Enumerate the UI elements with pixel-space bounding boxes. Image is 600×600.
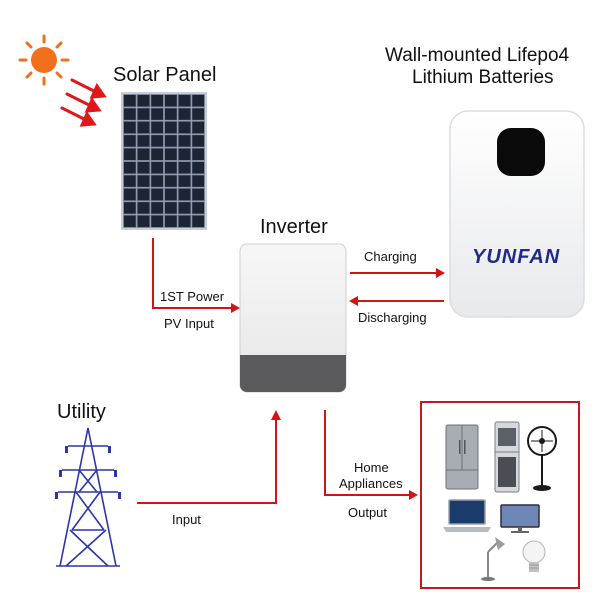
monitor-icon [500, 504, 540, 533]
pv-power-label: 1ST Power [160, 289, 225, 304]
solar-cell [164, 94, 178, 108]
solar-cell [150, 147, 164, 161]
brand-logo: YUNFAN [472, 246, 561, 268]
solar-cell [164, 174, 178, 188]
fan-icon [527, 426, 557, 491]
solar-cell [136, 174, 151, 188]
solar-cell [136, 107, 151, 121]
solar-cell [191, 187, 205, 201]
solar-cell [191, 134, 205, 148]
inverter-label: Inverter [260, 216, 328, 238]
solar-cell [164, 214, 178, 228]
discharging-label: Discharging [358, 310, 427, 325]
solar-cell [164, 134, 178, 148]
solar-cell [123, 174, 137, 188]
solar-cell [164, 161, 178, 175]
solar-cell [123, 214, 137, 228]
sunlight-arrows-icon [60, 78, 107, 127]
solar-cell [136, 94, 151, 108]
solar-cell [150, 107, 164, 121]
solar-cell [177, 161, 192, 175]
solar-cell [177, 147, 192, 161]
charging-label: Charging [364, 249, 417, 264]
solar-cell [136, 161, 151, 175]
solar-cell [150, 161, 164, 175]
desk-lamp-icon [481, 537, 505, 581]
home-appliances-line2: Appliances [339, 476, 403, 491]
solar-cell [177, 174, 192, 188]
solar-cell [123, 107, 137, 121]
refrigerator-icon [445, 424, 479, 490]
solar-cell [150, 121, 164, 135]
appliances-frame [420, 401, 580, 589]
solar-cell [177, 214, 192, 228]
utility-input-label: Input [172, 512, 201, 527]
solar-cell [123, 121, 137, 135]
power-tower-icon [55, 427, 121, 567]
solar-cell [150, 94, 164, 108]
solar-cell [123, 161, 137, 175]
solar-cell [123, 94, 137, 108]
solar-cell [164, 107, 178, 121]
solar-cell [150, 201, 164, 215]
solar-cell [136, 121, 151, 135]
solar-panel [121, 92, 207, 230]
solar-panel-label: Solar Panel [113, 64, 217, 86]
solar-cell [164, 147, 178, 161]
light-bulb-icon [522, 540, 546, 572]
double-door-fridge-icon [494, 421, 520, 493]
inverter-unit [239, 243, 347, 393]
solar-cell [150, 174, 164, 188]
solar-cell [191, 94, 205, 108]
battery-display [497, 128, 545, 176]
solar-cell [123, 187, 137, 201]
solar-cell [123, 134, 137, 148]
output-label: Output [348, 505, 388, 520]
solar-cell [123, 201, 137, 215]
lithium-battery [449, 110, 585, 318]
solar-cell [164, 201, 178, 215]
solar-cell [136, 187, 151, 201]
wiring [137, 238, 445, 504]
solar-cell [191, 201, 205, 215]
solar-cell [191, 107, 205, 121]
solar-cell [136, 201, 151, 215]
solar-cell [177, 201, 192, 215]
pv-input-label: PV Input [164, 316, 214, 331]
battery-title-line1: Wall-mounted Lifepo4 [385, 45, 570, 66]
solar-cell [150, 134, 164, 148]
solar-cell [136, 134, 151, 148]
solar-cell [164, 121, 178, 135]
solar-cell [177, 121, 192, 135]
solar-cell [191, 174, 205, 188]
solar-cell [191, 121, 205, 135]
solar-cell [150, 187, 164, 201]
sun-icon [18, 34, 70, 86]
solar-cell [191, 147, 205, 161]
solar-cell [191, 214, 205, 228]
solar-cell [177, 187, 192, 201]
utility-label: Utility [57, 401, 106, 423]
solar-cell [191, 161, 205, 175]
solar-cell [177, 107, 192, 121]
solar-cell [177, 134, 192, 148]
battery-title-line2: Lithium Batteries [412, 67, 554, 88]
home-appliances-line1: Home [354, 460, 389, 475]
solar-cell [136, 147, 151, 161]
laptop-icon [443, 499, 491, 532]
solar-cell [177, 94, 192, 108]
solar-cell [136, 214, 151, 228]
solar-cell [164, 187, 178, 201]
solar-cell [123, 147, 137, 161]
solar-cell [150, 214, 164, 228]
